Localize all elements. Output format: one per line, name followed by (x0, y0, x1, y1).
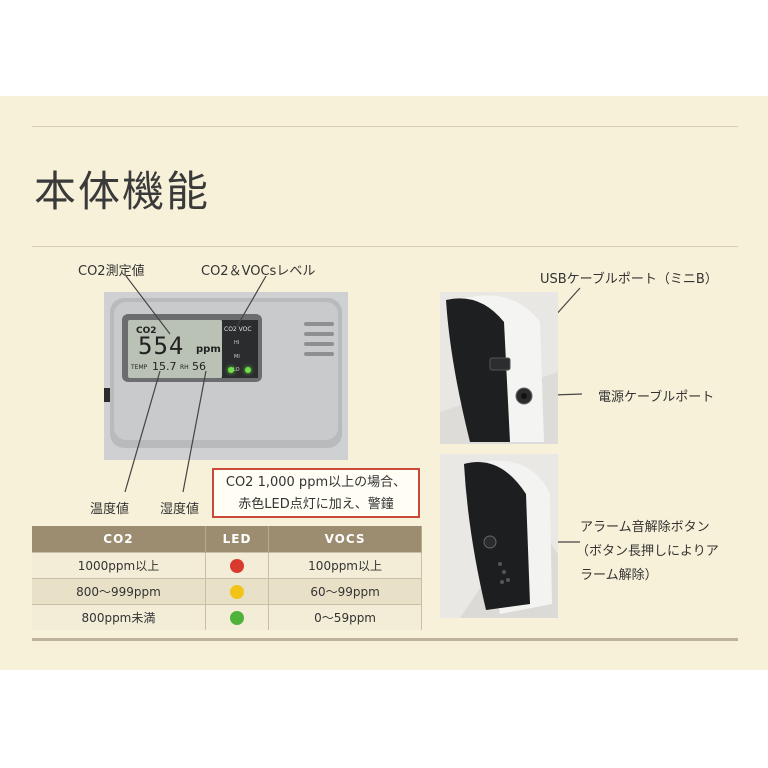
cell-co2: 800ppm未満 (32, 604, 206, 630)
led-header: CO2 VOC (224, 326, 252, 333)
cell-led (205, 552, 270, 579)
lcd-temp-value: 15.7 (152, 360, 177, 373)
level-table: CO2 LED VOCS 1000ppm以上 100ppm以上 800〜999p… (32, 526, 422, 630)
lcd-co2-label: CO2 (136, 326, 157, 336)
label-power-port: 電源ケーブルポート (598, 390, 715, 405)
cell-co2: 800〜999ppm (32, 578, 206, 605)
title-rule (32, 246, 738, 247)
label-humidity: 湿度値 (160, 502, 200, 517)
label-alarm-button: アラーム音解除ボタン (580, 520, 710, 535)
led-co2-green (228, 367, 234, 373)
led-mi-label: MI (234, 354, 240, 360)
top-rule (32, 126, 738, 127)
device-front-photo: CO2 554 ppm TEMP 15.7 RH 56 CO2 VOC HI M… (104, 292, 348, 460)
bottom-rule (32, 638, 738, 641)
led-yellow-icon (230, 584, 245, 599)
label-usb-port: USBケーブルポート（ミニB） (540, 272, 718, 287)
cell-led (205, 604, 270, 630)
cell-vocs: 0〜59ppm (268, 604, 422, 630)
label-co2-voc-level: CO2＆VOCsレベル (201, 264, 316, 279)
led-lo-label: LO (233, 367, 240, 373)
led-voc-green (245, 367, 251, 373)
slide: 本体機能 CO2測定値 CO2＆VOCsレベル CO2 554 ppm TEMP… (0, 96, 768, 670)
label-co2-measure: CO2測定値 (78, 264, 145, 279)
lcd-rh-label: RH (180, 364, 189, 371)
led-hi-label: HI (234, 340, 240, 346)
lcd-co2-unit: ppm (196, 344, 221, 355)
device-side-illustration-top (440, 292, 558, 444)
cell-vocs: 60〜99ppm (268, 578, 422, 605)
table-row: 800〜999ppm 60〜99ppm (32, 578, 422, 605)
label-alarm-button-note2: ラーム解除） (580, 568, 658, 583)
led-green-icon (230, 610, 245, 625)
lcd-co2-value: 554 (138, 332, 185, 360)
table-row: 1000ppm以上 100ppm以上 (32, 552, 422, 579)
led-red-icon (230, 558, 245, 573)
label-temperature: 温度値 (90, 502, 130, 517)
alarm-callout-line2: 赤色LED点灯に加え、警鐘 (238, 497, 394, 512)
device-side-photo-top (440, 292, 558, 444)
header-co2: CO2 (32, 526, 206, 553)
cell-led (205, 578, 270, 605)
header-vocs: VOCS (268, 526, 422, 553)
cell-vocs: 100ppm以上 (268, 552, 422, 579)
device-front-illustration (104, 292, 348, 460)
header-led: LED (205, 526, 270, 553)
lcd-rh-value: 56 (192, 360, 206, 373)
device-side-illustration-bottom (440, 454, 558, 618)
alarm-callout-line1: CO2 1,000 ppm以上の場合、 (225, 475, 407, 490)
alarm-callout: CO2 1,000 ppm以上の場合、 赤色LED点灯に加え、警鐘 (212, 468, 420, 518)
cell-co2: 1000ppm以上 (32, 552, 206, 579)
table-row: 800ppm未満 0〜59ppm (32, 604, 422, 630)
device-side-photo-bottom (440, 454, 558, 618)
lcd-temp-label: TEMP (131, 364, 148, 371)
slide-title: 本体機能 (34, 167, 211, 216)
label-alarm-button-note1: （ボタン長押しによりア (576, 544, 719, 559)
